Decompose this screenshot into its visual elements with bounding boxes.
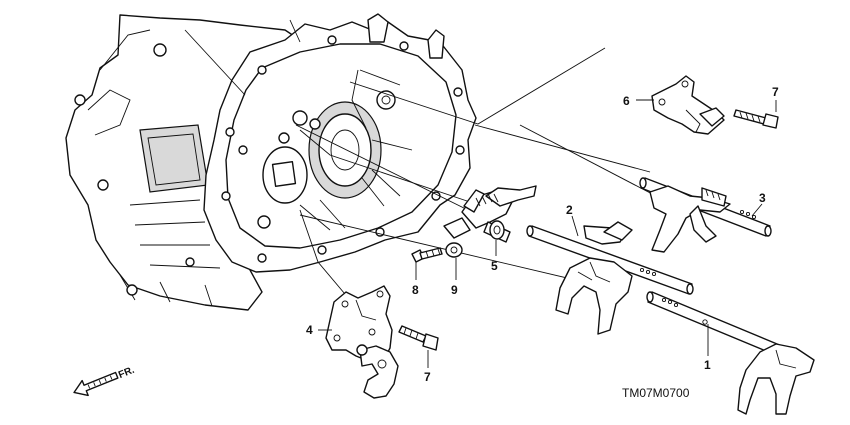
callout-4: 4 bbox=[306, 323, 313, 337]
part-3-shift-rod-fork bbox=[639, 177, 772, 253]
callout-7-top: 7 bbox=[772, 85, 779, 99]
callout-7-bottom: 7 bbox=[424, 370, 431, 384]
callout-labels: 1 2 3 4 5 6 7 7 8 9 bbox=[306, 85, 779, 384]
callout-8: 8 bbox=[412, 283, 419, 297]
diagram-code: TM07M0700 bbox=[622, 386, 690, 400]
part-1-shift-rod-fork bbox=[646, 291, 815, 415]
callout-1: 1 bbox=[704, 358, 711, 372]
callout-9: 9 bbox=[451, 283, 458, 297]
callout-5: 5 bbox=[491, 259, 498, 273]
part-9-washer bbox=[445, 242, 463, 258]
part-7-bolt-bottom bbox=[398, 325, 439, 351]
callout-leaders bbox=[318, 99, 777, 368]
callout-2: 2 bbox=[566, 203, 573, 217]
part-2-shift-rod-fork bbox=[526, 221, 694, 335]
transmission-housing bbox=[65, 13, 477, 311]
callout-6: 6 bbox=[623, 94, 630, 108]
callout-3: 3 bbox=[759, 191, 766, 205]
part-8-bolt bbox=[411, 247, 443, 263]
front-direction-arrow: FR. bbox=[73, 365, 136, 397]
part-6-shift-bracket bbox=[651, 75, 725, 135]
part-5-shift-piece bbox=[443, 185, 537, 243]
part-7-bolt-top bbox=[733, 109, 779, 129]
part-4-shift-bracket bbox=[325, 285, 399, 399]
front-direction-label: FR. bbox=[117, 365, 136, 381]
